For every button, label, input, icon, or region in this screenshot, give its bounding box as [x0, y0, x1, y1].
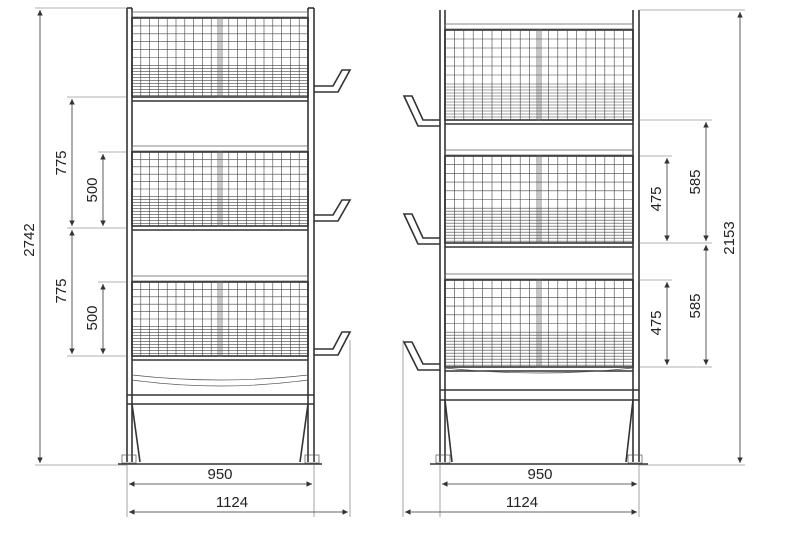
right-cage-height-upper-label: 475 [648, 186, 665, 211]
right-overall-height-label: 2153 [721, 221, 738, 254]
left-cage-tiers [131, 11, 309, 361]
left-feed-troughs [314, 69, 352, 356]
right-tier-pitch-upper-label: 585 [687, 169, 704, 194]
cage-tier [444, 273, 634, 372]
left-dimensions: 2742 775 775 500 500 950 [21, 7, 351, 517]
left-cage-height-lower-label: 500 [84, 305, 101, 330]
right-cage-width-label: 950 [527, 466, 552, 483]
left-tier-pitch-upper-label: 775 [53, 150, 70, 175]
right-cage-tiers [444, 23, 634, 372]
right-dimensions: 2153 585 585 475 475 950 [402, 9, 745, 517]
left-overall-width-label: 1124 [216, 494, 248, 511]
right-elevation-view: 2153 585 585 475 475 950 [402, 9, 745, 517]
right-base-frame [430, 367, 648, 465]
cage-tier [131, 145, 309, 231]
cage-tier [131, 275, 309, 361]
cage-tier [444, 149, 634, 248]
right-cage-height-lower-label: 475 [648, 310, 665, 335]
left-cage-height-upper-label: 500 [84, 177, 101, 202]
right-tier-pitch-lower-label: 585 [687, 293, 704, 318]
cage-tier [131, 11, 309, 102]
left-elevation-view: 2742 775 775 500 500 950 [21, 7, 352, 517]
left-base-frame [118, 374, 322, 465]
left-tier-pitch-lower-label: 775 [53, 278, 70, 303]
right-feed-troughs [402, 95, 440, 371]
cage-tier [444, 23, 634, 125]
right-frame-posts [439, 10, 640, 462]
left-frame-posts [126, 7, 315, 462]
left-cage-width-label: 950 [207, 466, 232, 483]
right-overall-width-label: 1124 [506, 494, 538, 511]
left-overall-height-label: 2742 [21, 223, 38, 256]
